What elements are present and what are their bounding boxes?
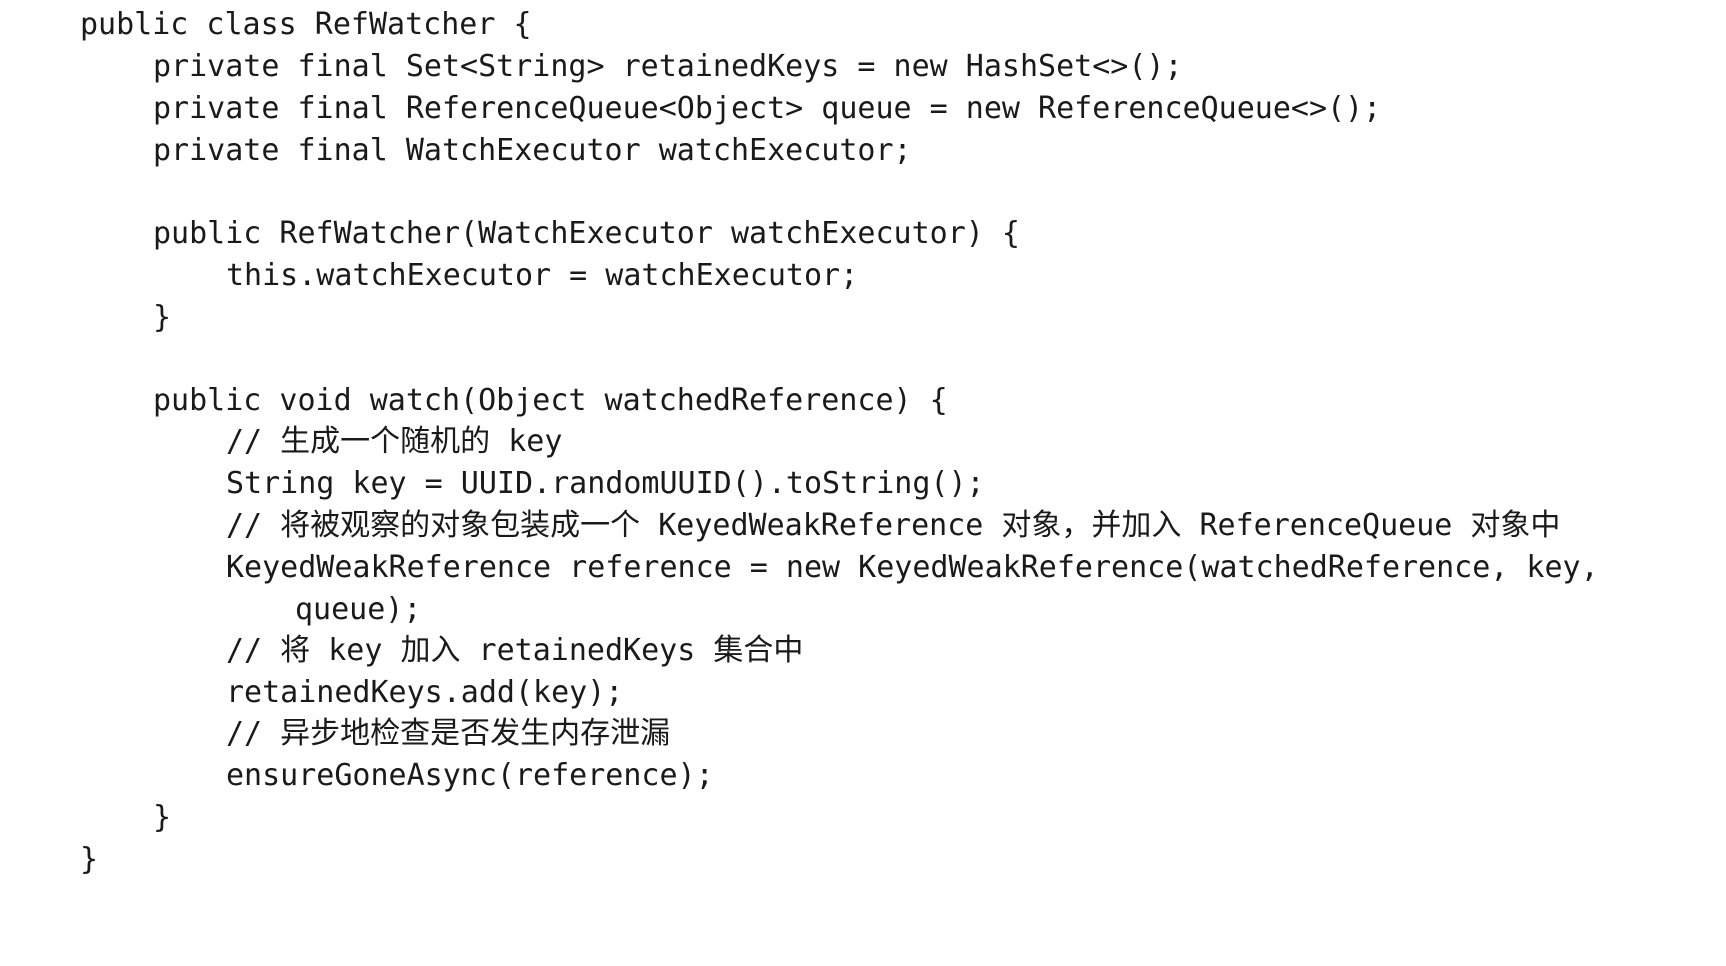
code-line: KeyedWeakReference reference = new Keyed… (226, 550, 1599, 585)
code-line: } (80, 842, 99, 877)
code-line-continuation: queue); (295, 592, 422, 627)
code-line: private final WatchExecutor watchExecuto… (153, 133, 912, 168)
code-comment: // 生成一个随机的 key (226, 424, 563, 459)
code-line: } (153, 300, 172, 335)
code-comment: // 异步地检查是否发生内存泄漏 (226, 716, 671, 751)
code-line: private final Set<String> retainedKeys =… (153, 49, 1183, 84)
code-line: ensureGoneAsync(reference); (226, 758, 714, 793)
code-line: retainedKeys.add(key); (226, 675, 624, 710)
code-line: public void watch(Object watchedReferenc… (153, 383, 948, 418)
code-line: String key = UUID.randomUUID().toString(… (226, 466, 985, 501)
code-line: public RefWatcher(WatchExecutor watchExe… (153, 216, 1020, 251)
code-comment: // 将被观察的对象包装成一个 KeyedWeakReference 对象，并加… (226, 508, 1561, 543)
code-line: } (153, 800, 172, 835)
code-line: private final ReferenceQueue<Object> que… (153, 91, 1382, 126)
code-line: this.watchExecutor = watchExecutor; (226, 258, 859, 293)
code-comment: // 将 key 加入 retainedKeys 集合中 (226, 633, 804, 668)
code-line: public class RefWatcher { (80, 7, 532, 42)
